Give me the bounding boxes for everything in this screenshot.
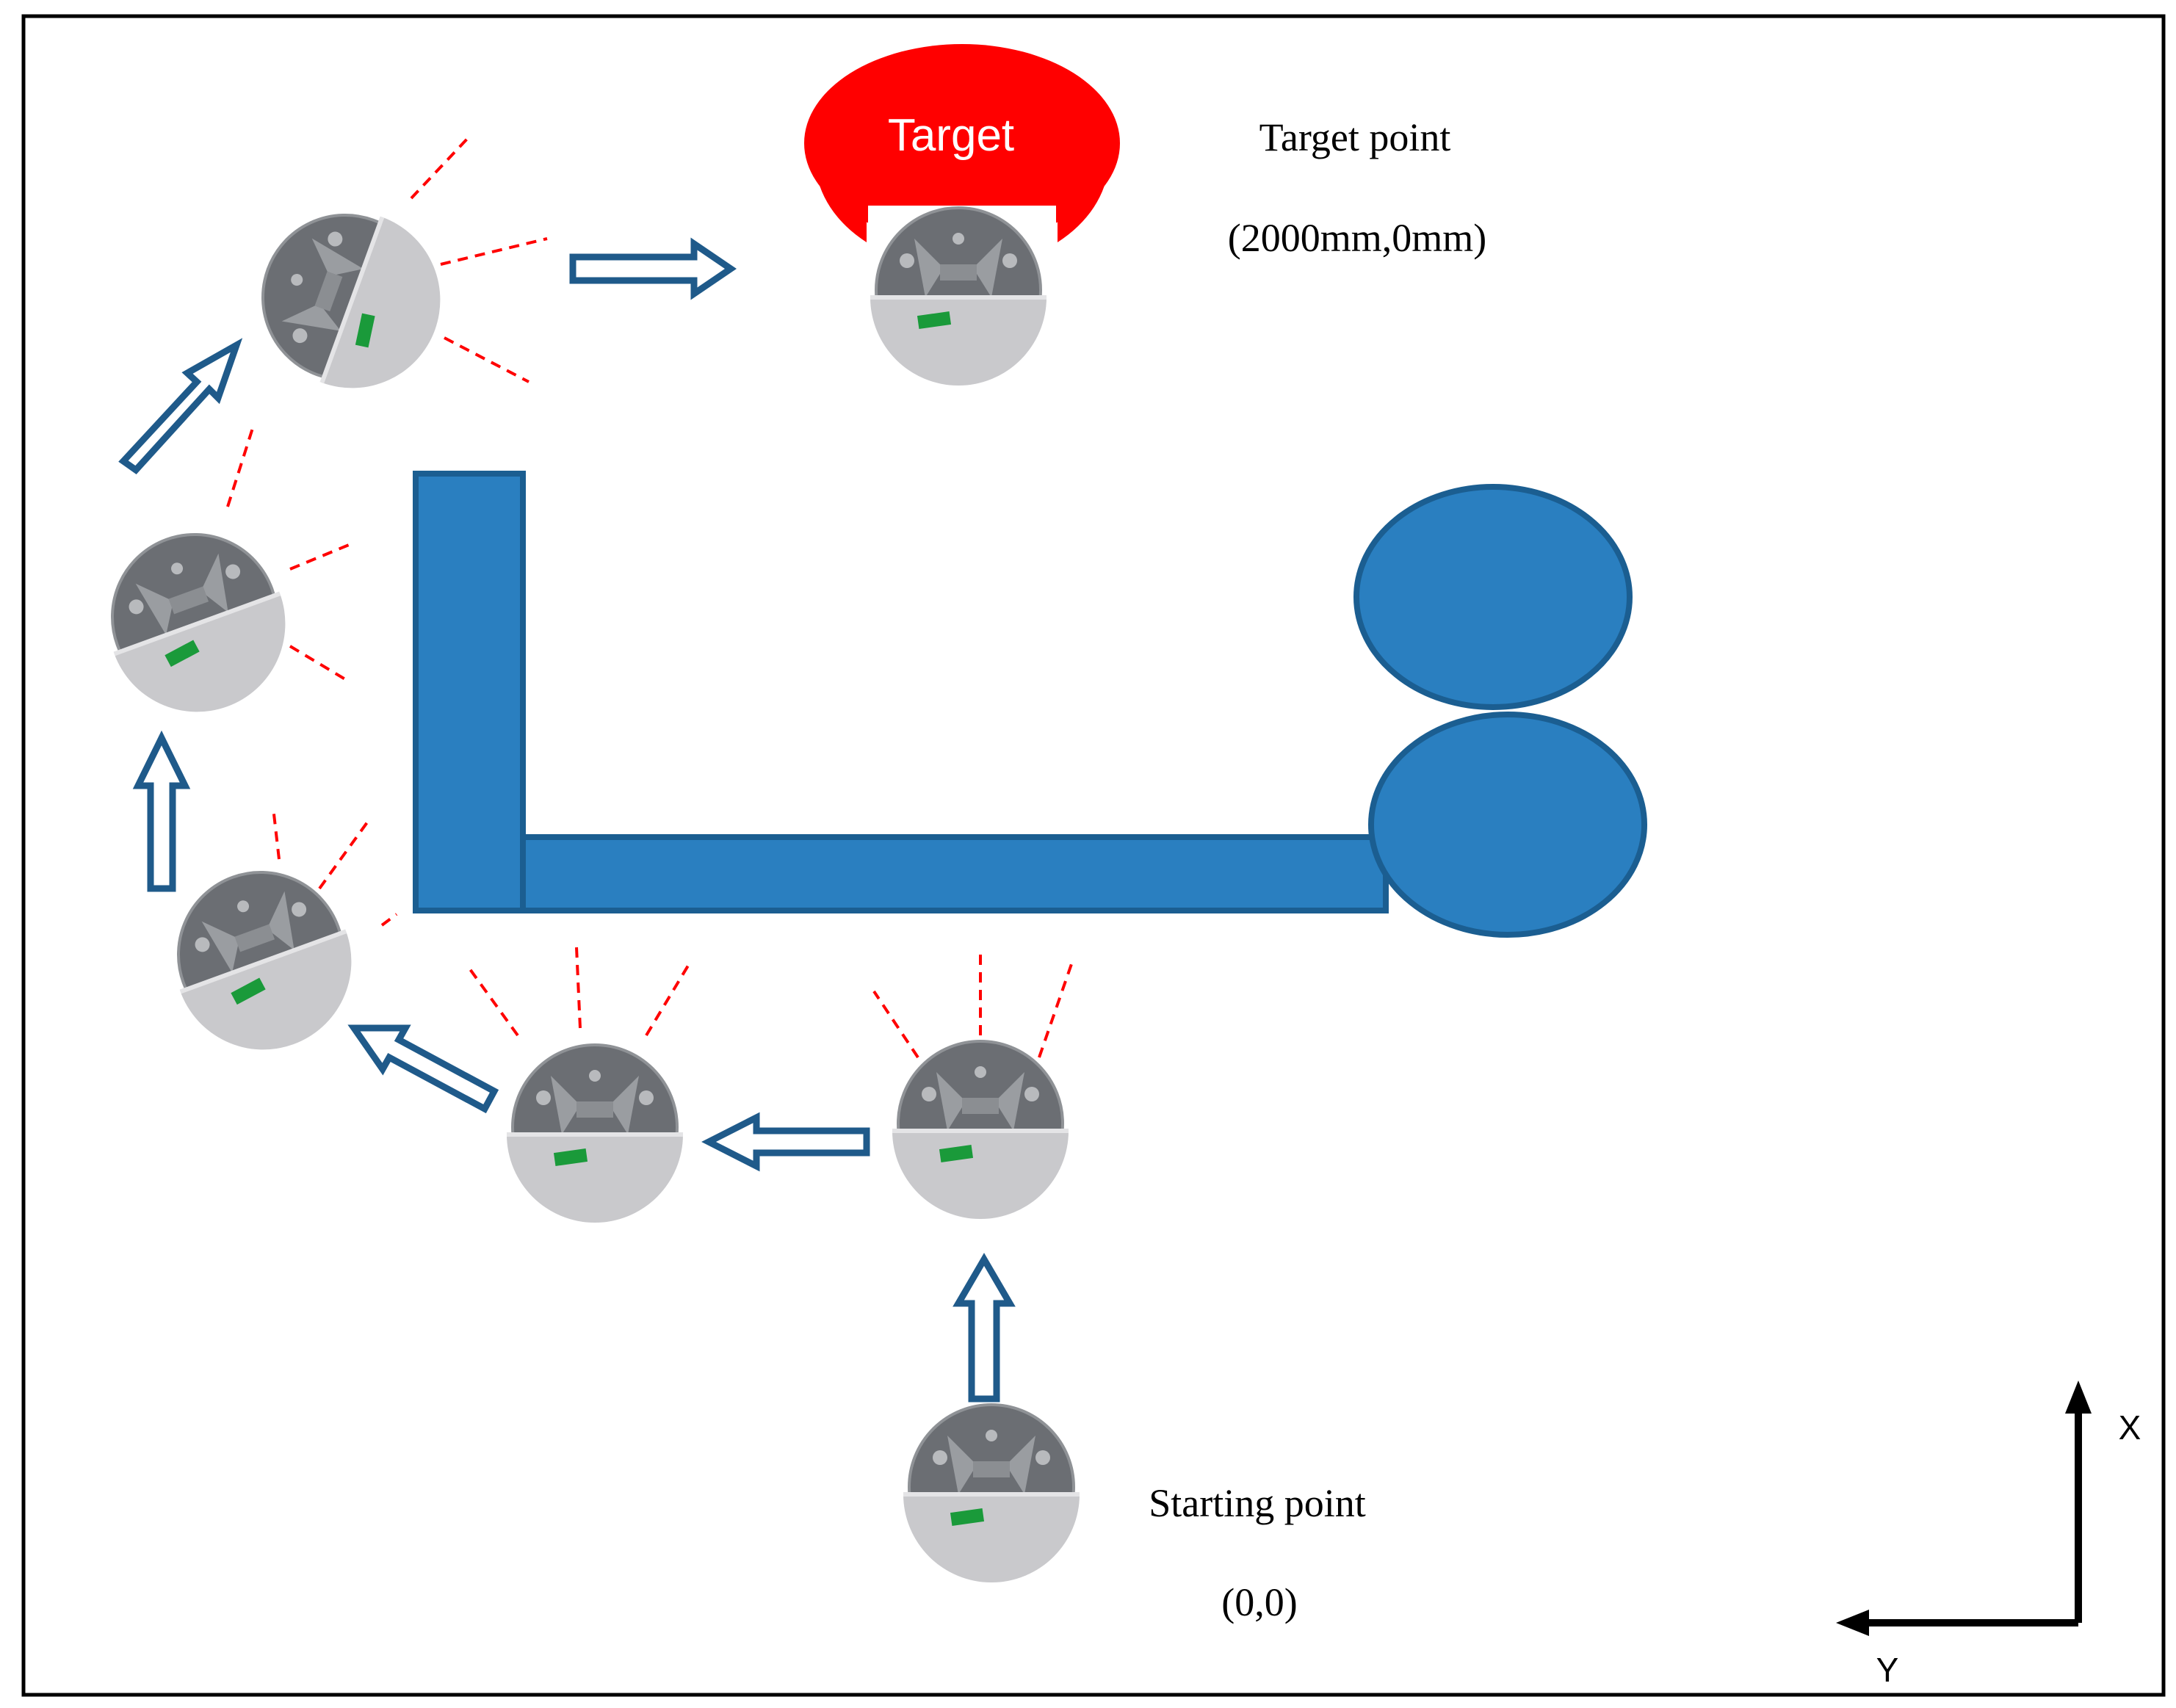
path-arrow-up-right <box>118 338 243 474</box>
x-axis-arrowhead <box>2065 1380 2092 1414</box>
path-arrow-right-to-target <box>569 237 737 300</box>
path-arrow-left-1 <box>701 1112 870 1172</box>
robot-waypoint-left <box>84 510 310 737</box>
obstacle-circle-upper <box>1353 484 1633 710</box>
axis-indicator <box>1836 1380 2092 1636</box>
target-badge <box>804 44 1120 250</box>
path-arrow-up-left <box>347 1024 499 1114</box>
robot-waypoint-lower-left <box>150 847 376 1074</box>
x-axis-label: X <box>2119 1408 2141 1447</box>
starting-point-title: Starting point <box>1149 1481 1366 1525</box>
diagram-frame <box>21 14 2166 1697</box>
starting-point-coordinates: (0,0) <box>1221 1580 1297 1624</box>
sensor-rays <box>226 134 1074 1059</box>
y-axis-label: Y <box>1876 1651 1899 1689</box>
target-point-coordinates: (2000mm,0mm) <box>1228 216 1486 260</box>
y-axis-arrowhead <box>1836 1610 1869 1636</box>
obstacle-wall <box>413 471 1389 913</box>
robot-at-start <box>903 1405 1080 1582</box>
robot-waypoint-bottom-middle <box>507 1045 683 1223</box>
robot-waypoint-bottom-right <box>892 1041 1069 1219</box>
target-badge-label: Target <box>888 110 1014 161</box>
path-arrow-up-from-start <box>953 1253 1016 1403</box>
obstacle-circle-lower <box>1368 712 1647 938</box>
path-arrow-up-left-side <box>132 730 191 892</box>
robot-waypoint-top <box>238 187 465 413</box>
robot-at-target <box>870 208 1047 386</box>
target-point-title: Target point <box>1259 115 1451 159</box>
